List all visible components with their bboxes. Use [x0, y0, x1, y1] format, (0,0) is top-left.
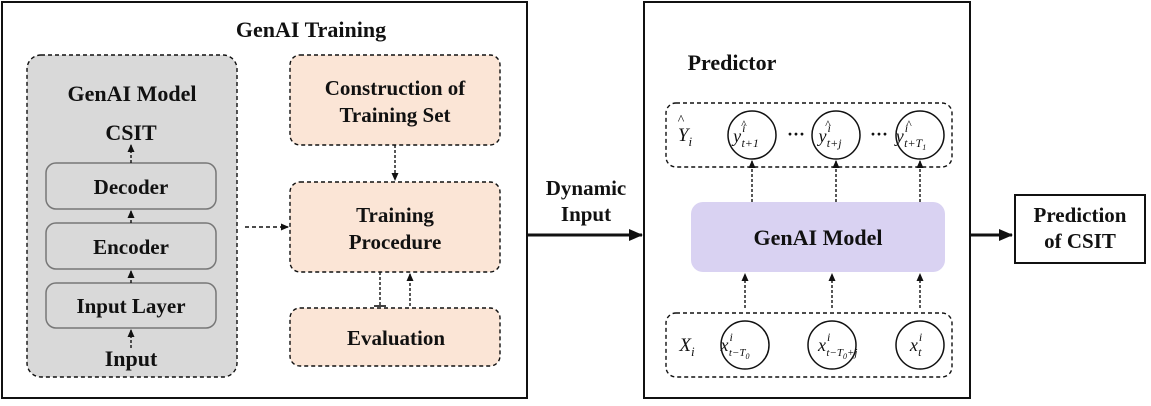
output-node-1-hat: ^: [741, 117, 747, 131]
csit-output-label: CSIT: [105, 120, 157, 145]
output-sequence-box: [665, 102, 953, 168]
output-node-3-circle: [895, 110, 945, 160]
encoder-label: Encoder: [93, 235, 169, 259]
output-ellipsis-1: ···: [787, 124, 805, 144]
output-node-2-circle: [811, 110, 861, 160]
evaluation-label: Evaluation: [347, 326, 445, 350]
prediction-line1: Prediction: [1034, 203, 1127, 227]
input-to-model-arrows: [741, 273, 924, 308]
construction-line1: Construction of: [325, 76, 467, 100]
input-layer-label: Input Layer: [76, 294, 185, 318]
dynamic-input-line2: Input: [561, 202, 611, 226]
input-row-label: Xi: [678, 335, 695, 359]
output-node-2-hat: ^: [825, 117, 831, 131]
prediction-line2: of CSIT: [1044, 229, 1116, 253]
predictor-genai-model-label: GenAI Model: [754, 225, 883, 250]
prediction-of-csit-box: [1014, 194, 1146, 264]
output-row-label: Yi: [678, 125, 693, 149]
output-node-1-circle: [727, 110, 777, 160]
output-row-hat: ^: [678, 113, 685, 128]
output-node-3-hat: ^: [906, 117, 912, 131]
procedure-line2: Procedure: [349, 230, 442, 254]
output-ellipsis-2: ···: [870, 124, 888, 144]
dynamic-input-line1: Dynamic: [546, 176, 627, 200]
genai-training-title: GenAI Training: [236, 17, 386, 42]
input-node-1-circle: [720, 320, 770, 370]
predictor-title: Predictor: [688, 50, 777, 75]
decoder-label: Decoder: [94, 175, 169, 199]
predictor-frame: [643, 1, 971, 399]
genai-model-title: GenAI Model: [68, 81, 197, 106]
training-procedure-box: [289, 181, 501, 273]
input-node-2-circle: [807, 320, 857, 370]
model-to-output-arrows: [748, 160, 924, 202]
input-sequence-box: [665, 312, 953, 378]
genai-training-frame: [1, 1, 528, 399]
evaluation-box: [289, 307, 501, 367]
procedure-line1: Training: [356, 203, 434, 227]
construction-training-set-box: [289, 54, 501, 146]
input-node-3-circle: [895, 320, 945, 370]
input-label: Input: [105, 346, 158, 371]
predictor-genai-model-block: [691, 202, 945, 272]
construction-line2: Training Set: [339, 103, 450, 127]
